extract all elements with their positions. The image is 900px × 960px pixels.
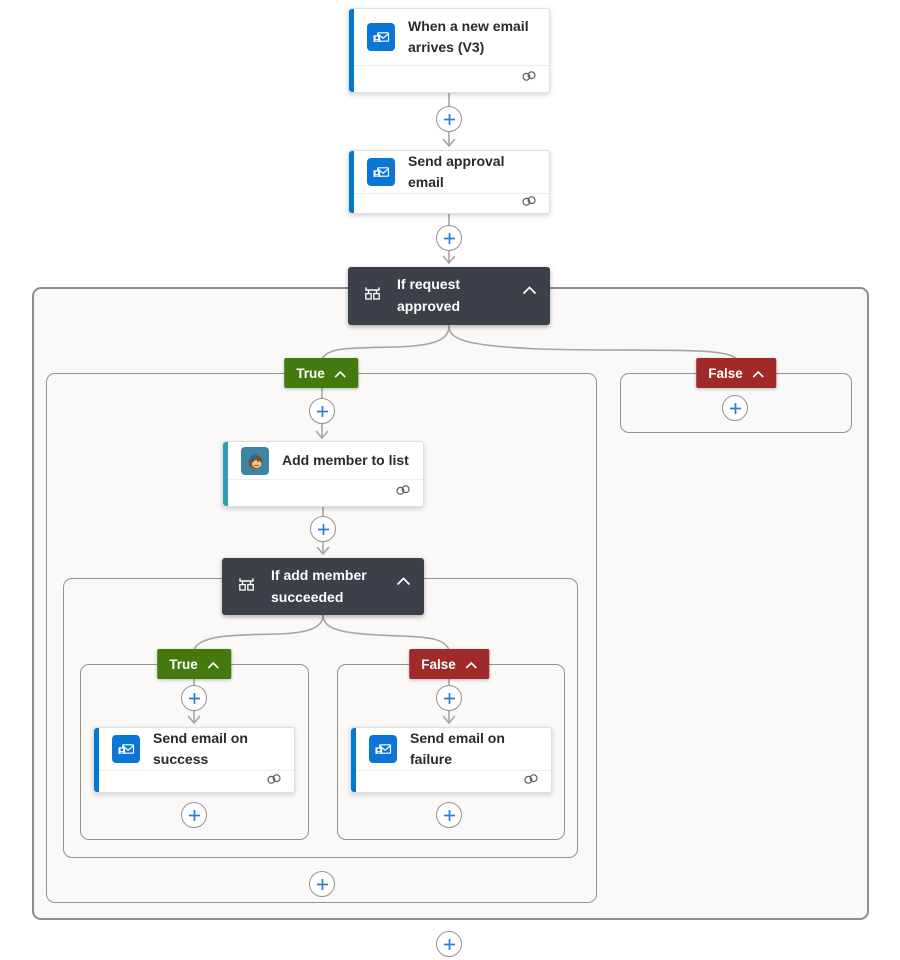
- plus-icon: [316, 405, 328, 417]
- card-accent-bar: [351, 728, 356, 792]
- insert-step-inner-false-top-button[interactable]: [436, 685, 462, 711]
- plus-icon: [188, 692, 200, 704]
- badge-label: False: [421, 656, 456, 672]
- card-accent-bar: [349, 9, 354, 92]
- connection-references-icon[interactable]: [521, 70, 537, 88]
- insert-step-true-branch-top-button[interactable]: [309, 398, 335, 424]
- plus-icon: [443, 232, 455, 244]
- plus-icon: [188, 809, 200, 821]
- inner-false-badge[interactable]: False: [409, 649, 489, 679]
- condition-title: If request approved: [397, 276, 461, 314]
- connection-references-icon[interactable]: [266, 773, 282, 791]
- condition-title: If add member succeeded: [271, 566, 367, 605]
- action-card-send-approval-email[interactable]: Send approval email: [348, 150, 550, 214]
- card-title: When a new email arrives (V3): [408, 18, 529, 55]
- insert-step-after-trigger-button[interactable]: [436, 106, 462, 132]
- condition-card-if-request-approved[interactable]: If request approved: [348, 267, 550, 325]
- badge-label: False: [708, 365, 743, 381]
- insert-step-after-add-member-button[interactable]: [310, 516, 336, 542]
- plus-icon: [316, 878, 328, 890]
- plus-icon: [443, 938, 455, 950]
- insert-step-after-failure-button[interactable]: [436, 802, 462, 828]
- badge-label: True: [169, 656, 198, 672]
- action-card-add-member-to-list[interactable]: Add member to list: [222, 441, 424, 507]
- insert-step-after-condition-scope-button[interactable]: [436, 931, 462, 957]
- outlook-icon: [112, 735, 140, 763]
- card-accent-bar: [94, 728, 99, 792]
- card-title: Send email on failure: [410, 730, 505, 767]
- insert-step-true-branch-bottom-button[interactable]: [309, 871, 335, 897]
- card-accent-bar: [349, 151, 354, 213]
- card-title: Send approval email: [408, 153, 505, 190]
- mailchimp-icon: [241, 446, 269, 475]
- insert-step-after-success-button[interactable]: [181, 802, 207, 828]
- chevron-up-icon[interactable]: [522, 282, 537, 300]
- connection-references-icon[interactable]: [395, 484, 411, 502]
- insert-step-after-approval-button[interactable]: [436, 225, 462, 251]
- connection-references-icon[interactable]: [523, 773, 539, 791]
- chevron-up-icon[interactable]: [396, 573, 411, 591]
- condition-card-if-add-member-succeeded[interactable]: If add member succeeded: [222, 558, 424, 615]
- card-title: Add member to list: [282, 452, 409, 468]
- inner-true-badge[interactable]: True: [157, 649, 231, 679]
- plus-icon: [443, 809, 455, 821]
- card-accent-bar: [223, 442, 228, 506]
- insert-step-inner-true-top-button[interactable]: [181, 685, 207, 711]
- condition-icon: [363, 284, 382, 308]
- true-badge[interactable]: True: [284, 358, 358, 388]
- chevron-up-icon: [465, 657, 477, 672]
- condition-icon: [237, 575, 256, 599]
- plus-icon: [729, 402, 741, 414]
- action-card-send-email-on-failure[interactable]: Send email on failure: [350, 727, 552, 793]
- plus-icon: [317, 523, 329, 535]
- card-title: Send email on success: [153, 730, 248, 767]
- plus-icon: [443, 692, 455, 704]
- insert-step-false-branch-button[interactable]: [722, 395, 748, 421]
- action-card-send-email-on-success[interactable]: Send email on success: [93, 727, 295, 793]
- false-badge[interactable]: False: [696, 358, 776, 388]
- badge-label: True: [296, 365, 325, 381]
- chevron-up-icon: [752, 366, 764, 381]
- chevron-up-icon: [207, 657, 219, 672]
- outlook-icon: [369, 735, 397, 763]
- outlook-icon: [367, 158, 395, 186]
- connection-references-icon[interactable]: [521, 195, 537, 213]
- plus-icon: [443, 113, 455, 125]
- outlook-icon: [367, 23, 395, 51]
- chevron-up-icon: [334, 366, 346, 381]
- trigger-card-when-a-new-email-arrives[interactable]: When a new email arrives (V3): [348, 8, 550, 93]
